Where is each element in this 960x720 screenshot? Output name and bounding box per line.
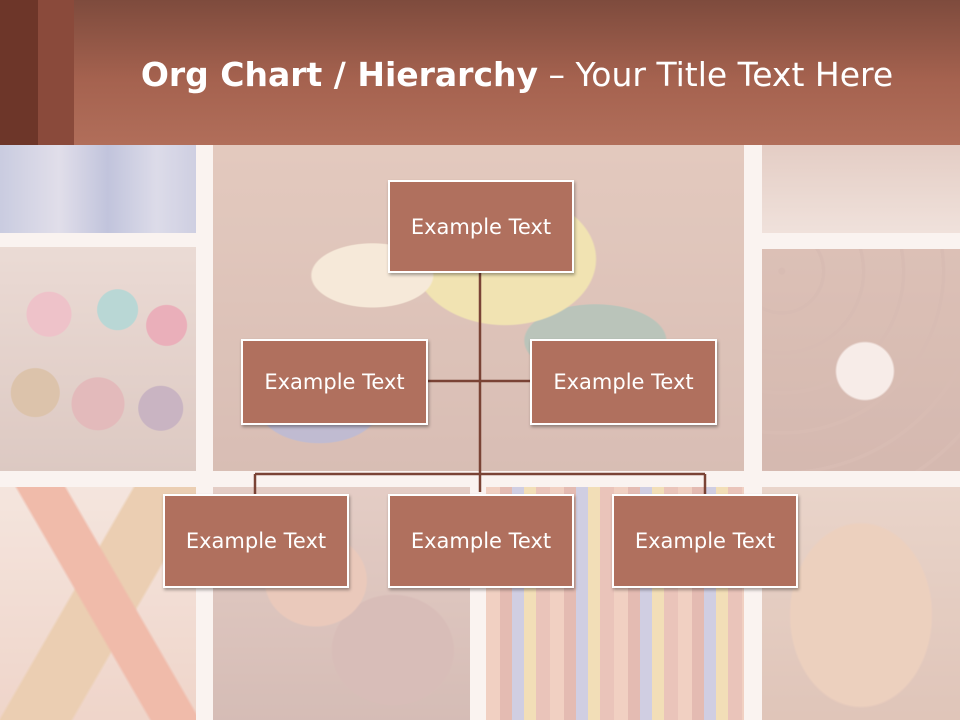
org-node-root[interactable]: Example Text <box>388 180 574 273</box>
banner-stripe-medium <box>38 0 74 145</box>
title-bold-part: Org Chart / Hierarchy <box>140 55 539 94</box>
org-node-child-center-label: Example Text <box>410 529 552 553</box>
org-node-assistant-left[interactable]: Example Text <box>241 339 428 425</box>
title-rest-part: Your Title Text Here <box>575 55 894 94</box>
org-node-child-right-label: Example Text <box>634 529 776 553</box>
title-dash: – <box>538 55 576 94</box>
org-node-assistant-left-label: Example Text <box>264 370 405 394</box>
slide-title[interactable]: Org Chart / Hierarchy – Your Title Text … <box>74 52 960 98</box>
org-node-child-left-label: Example Text <box>185 529 327 553</box>
org-node-child-center[interactable]: Example Text <box>388 494 574 588</box>
org-node-assistant-right-label: Example Text <box>553 370 694 394</box>
title-banner: Org Chart / Hierarchy – Your Title Text … <box>0 0 960 145</box>
banner-stripe-dark <box>0 0 38 145</box>
org-node-assistant-right[interactable]: Example Text <box>530 339 717 425</box>
org-node-root-label: Example Text <box>410 214 552 239</box>
org-node-child-right[interactable]: Example Text <box>612 494 798 588</box>
org-node-child-left[interactable]: Example Text <box>163 494 349 588</box>
